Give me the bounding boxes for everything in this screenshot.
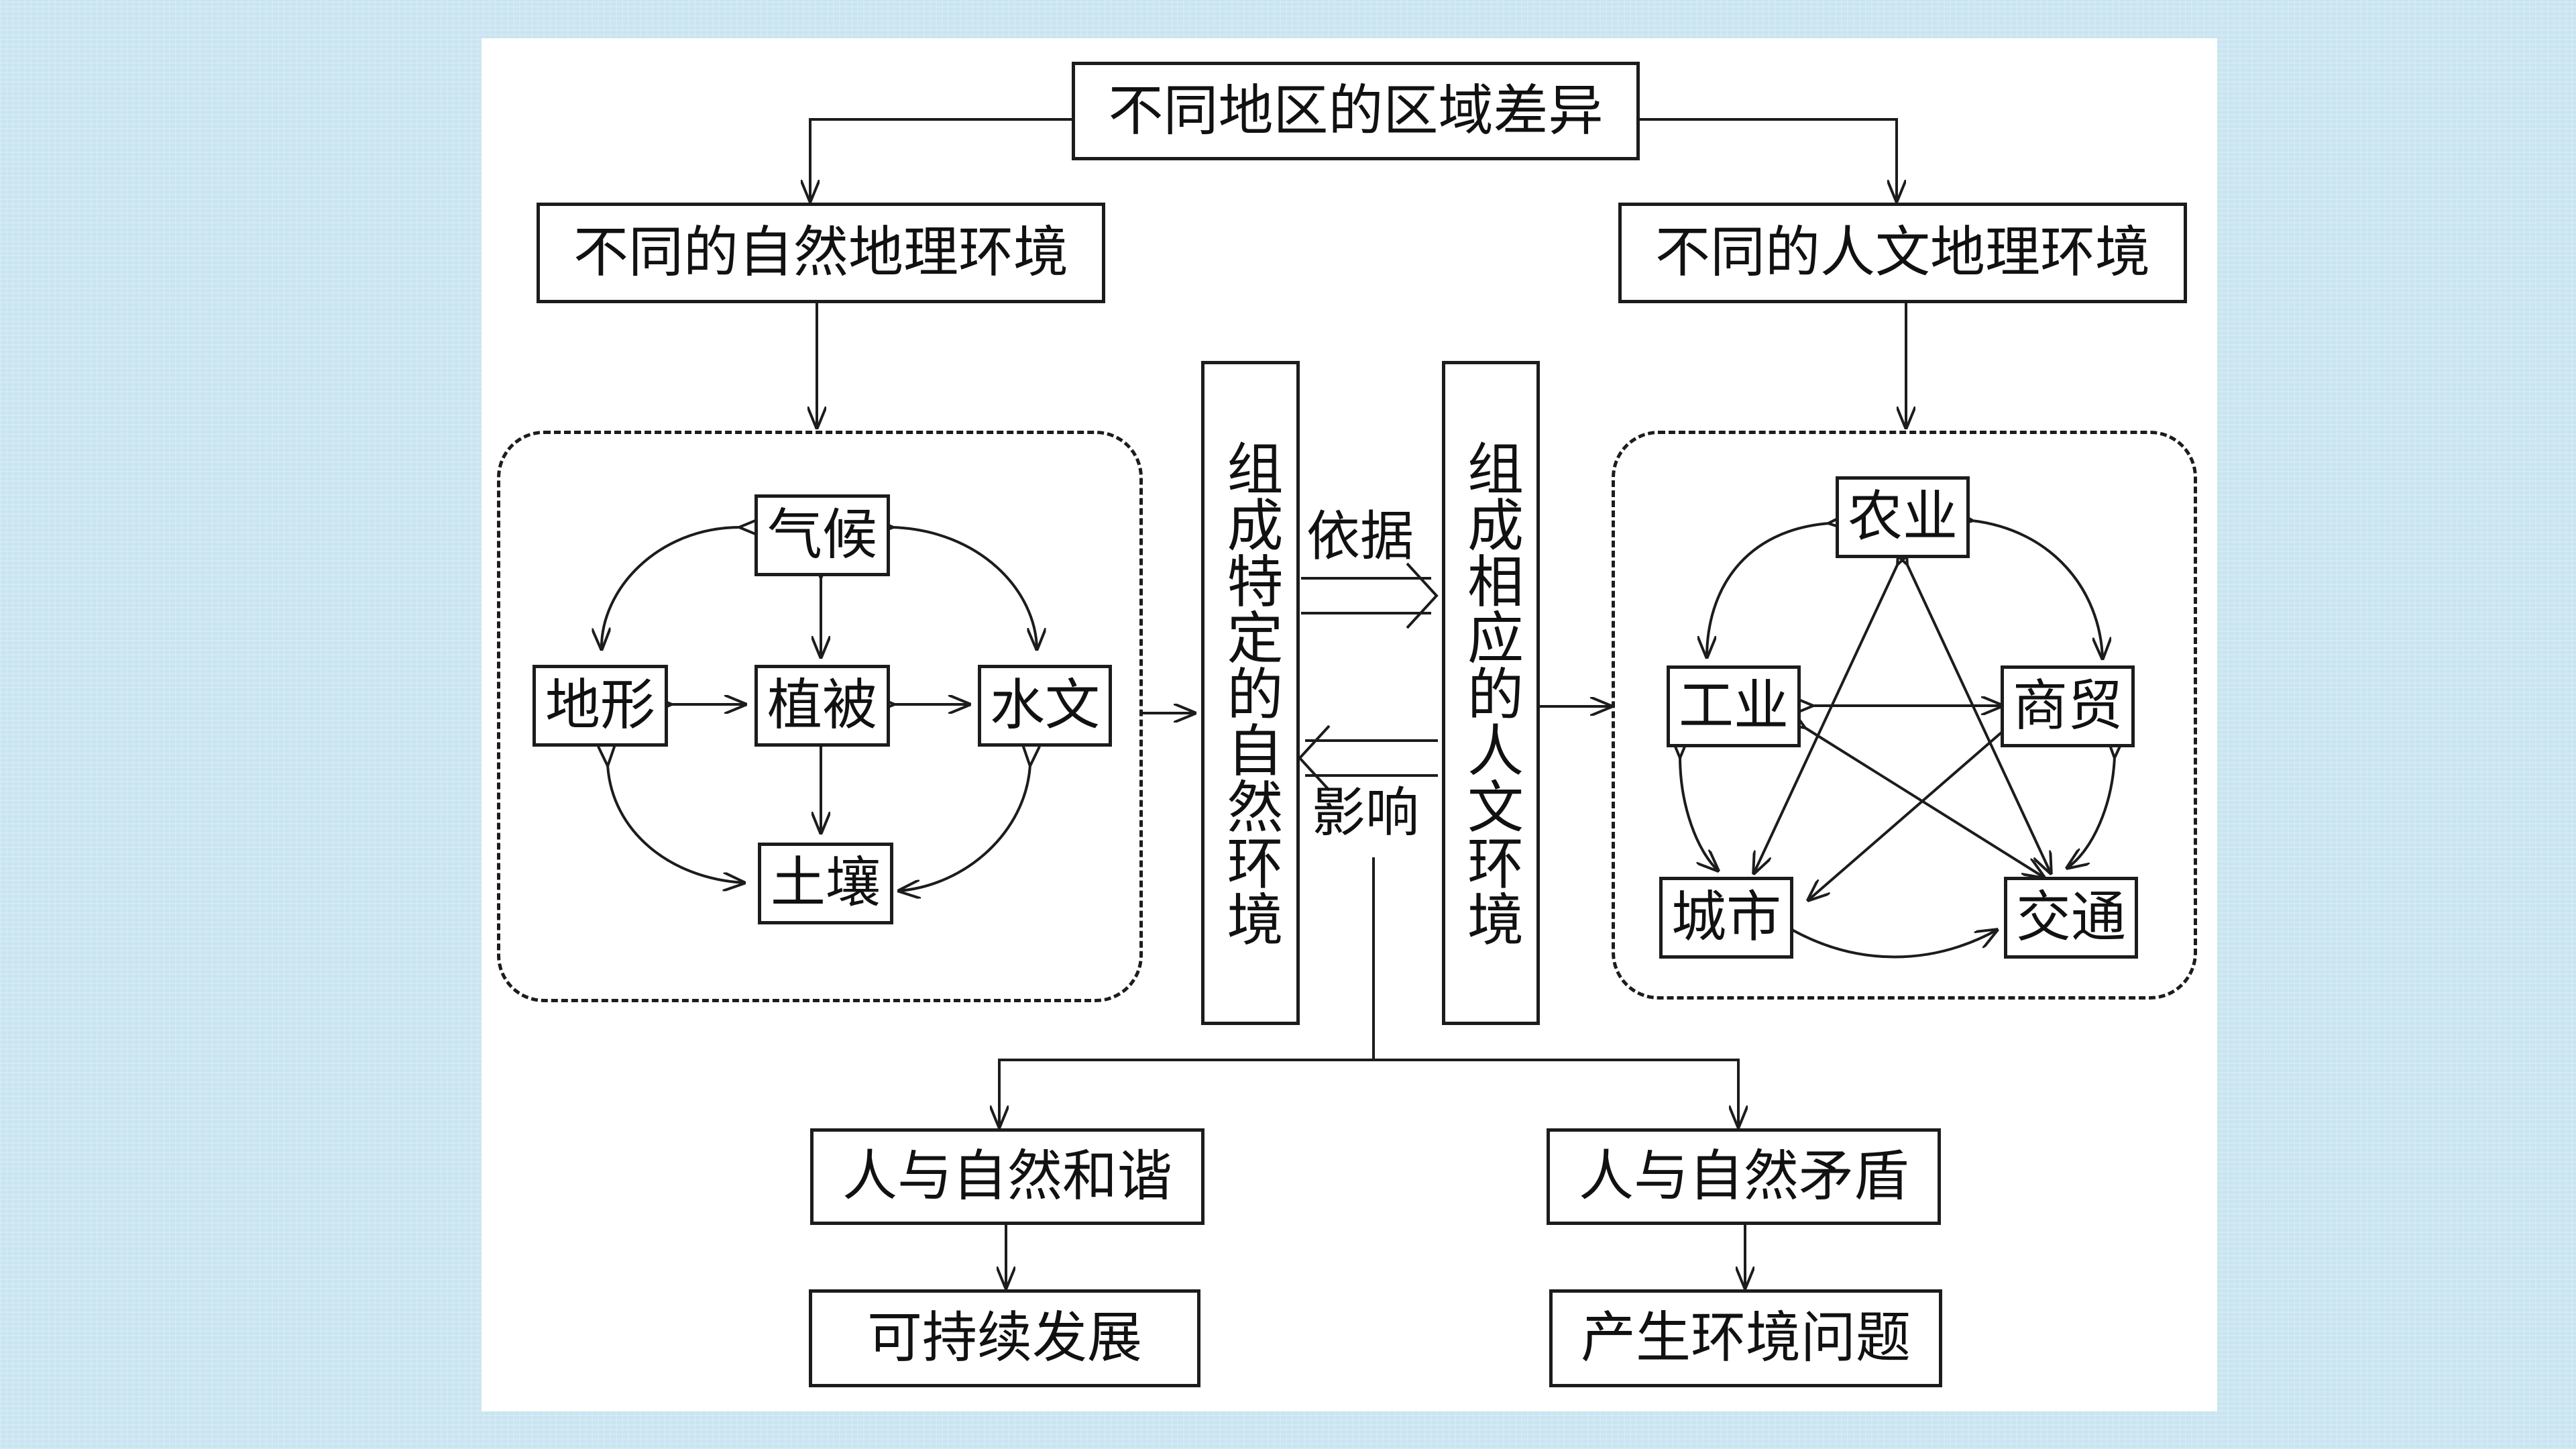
soil-box: 土壤 [758, 843, 893, 924]
arrow-city-transport [1792, 930, 1997, 959]
climate-box: 气候 [754, 494, 890, 576]
human-environment-heading: 不同的人文地理环境 [1618, 203, 2187, 303]
vegetation-box: 植被 [754, 665, 890, 747]
commerce-box: 商贸 [2001, 665, 2135, 747]
hydrology-box: 水文 [978, 665, 1112, 747]
arrow-hydrology-soil [899, 765, 1030, 891]
transport-box: 交通 [2004, 877, 2138, 959]
arrow-climate-terrain [602, 527, 740, 649]
arrow-industry-transport [1804, 727, 2044, 877]
industry-box: 工业 [1667, 665, 1801, 747]
human-elements-group [1612, 431, 2197, 1000]
natural-environment-heading: 不同的自然地理环境 [537, 203, 1105, 303]
natural-elements-group [497, 431, 1143, 1002]
agriculture-box: 农业 [1836, 476, 1970, 558]
arrow-agriculture-commerce [1972, 521, 2103, 659]
arrow-basis-head [1406, 562, 1439, 629]
sustainable-development-box: 可持续发展 [809, 1289, 1200, 1387]
arrow-commerce-city [1808, 724, 2011, 900]
arrow-agriculture-industry [1707, 523, 1830, 657]
arrow-climate-hydrology [892, 527, 1037, 649]
arrow-terrain-soil [608, 765, 744, 883]
arrow-industry-city [1680, 757, 1718, 871]
composed-natural-environment: 组成特定的自然环境 [1201, 361, 1300, 1025]
terrain-box: 地形 [533, 665, 668, 747]
composed-human-environment: 组成相应的人文环境 [1442, 361, 1540, 1025]
basis-label: 依据 [1306, 505, 1414, 568]
influence-label: 影响 [1312, 782, 1419, 844]
arrow-title-to-natural [810, 118, 1073, 201]
city-box: 城市 [1659, 877, 1793, 959]
arrow-influence-head [1298, 724, 1331, 792]
harmony-box: 人与自然和谐 [810, 1128, 1205, 1225]
conflict-box: 人与自然矛盾 [1547, 1128, 1941, 1225]
arrow-to-conflict [1374, 1059, 1738, 1127]
arrow-commerce-transport [2067, 757, 2115, 868]
environmental-problems-box: 产生环境问题 [1549, 1289, 1942, 1387]
arrow-title-to-human [1638, 118, 1897, 201]
arrow-to-harmony [999, 1059, 1374, 1127]
regional-differences-box: 不同地区的区域差异 [1072, 62, 1640, 160]
